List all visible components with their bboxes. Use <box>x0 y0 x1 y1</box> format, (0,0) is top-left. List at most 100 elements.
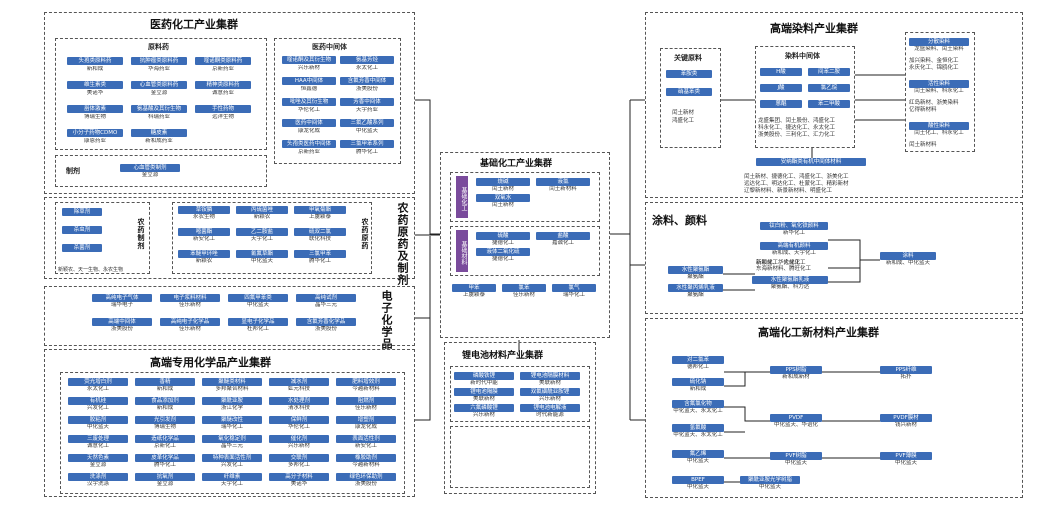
cell-label: 显电子化学品 <box>228 318 288 326</box>
cell-company: 永农生物 <box>192 214 215 220</box>
cell-label: 催化剂 <box>269 435 329 443</box>
cell-company: 捷德化工 <box>491 256 514 262</box>
agro-prep-label: 农药制剂 <box>137 218 145 250</box>
industry-cell: 六氟磷酸锂兴乐新材 <box>454 404 514 420</box>
cell-label: 含氟芳香化学品 <box>296 318 356 326</box>
industry-cell: 乙二胺盐天宇化工 <box>236 228 288 244</box>
cell-company: 兴发化工 <box>220 462 243 468</box>
cell-label: 嘧菌酯 <box>178 228 230 236</box>
industry-cell: 喹诺酮及其衍生物 <box>282 56 336 72</box>
cell-company: 诚意化工 <box>86 443 109 449</box>
cell-label: 含氟氯化物 <box>672 400 724 408</box>
cell-company: 新华化工 <box>782 230 805 236</box>
cell-label: 橡胶助剂 <box>336 454 396 462</box>
cell-company: 浙美股份 <box>110 326 133 332</box>
cell-label: 纤维素 <box>202 473 262 481</box>
cell-company: 聚氨酯 <box>687 292 704 298</box>
cell-company: 远洋生物 <box>211 114 234 120</box>
industry-cell: 钛白粉、氧化铁颜料新华化工 <box>760 222 828 238</box>
industry-cell: 兴乐新材 <box>282 65 336 81</box>
cell-company: 新和成 <box>156 386 174 392</box>
company-text: 远达化工、明达化工、杜蒙化工、精彩新材 <box>744 181 849 187</box>
industry-cell: 硫化钠新和成 <box>672 378 724 394</box>
cell-label: 锂电池隔膜 <box>454 388 514 396</box>
cell-label: H酸 <box>760 68 802 76</box>
cell-label: PVDF <box>770 414 822 422</box>
pharma-raw-label: 原料药 <box>148 43 169 51</box>
cell-company: 新和成、天宇化工 <box>771 250 816 256</box>
cell-label: 医药中间体 <box>282 119 336 127</box>
industry-cell: 光引发剂博瑞生物 <box>135 416 195 432</box>
newmat-title: 高端化工新材料产业集群 <box>758 326 879 339</box>
cell-company: 浙美股份 <box>314 326 337 332</box>
industry-cell: 三废处理诚意化工 <box>68 435 128 451</box>
agro-prep-companies: 新颖农、天一生物、永农生物 <box>58 267 124 273</box>
industry-cell: 氯苯佳乐新材 <box>502 284 546 300</box>
cell-label: 吡唑及其衍生物 <box>282 98 336 106</box>
cell-company: 京新药业 <box>211 66 234 72</box>
cell-company: 永太化工 <box>355 65 378 71</box>
battery-cluster <box>444 342 596 494</box>
cell-company: 金立源 <box>89 462 107 468</box>
industry-cell: PVDF膜材钱兴新材 <box>880 414 932 430</box>
cell-company: 新颖农 <box>253 214 271 220</box>
cell-label: 喹诺酮及其衍生物 <box>282 56 336 64</box>
industry-cell: 美诺华 <box>67 90 123 106</box>
industry-cell: 肥料增效剂今越新材料 <box>336 378 396 394</box>
industry-cell: 硫双二氯联化科技 <box>294 228 346 244</box>
cell-company: 中化蓝天 <box>686 484 709 490</box>
cell-company: 天宇化工 <box>250 236 273 242</box>
agro-raw-label: 农药原药 <box>361 218 369 250</box>
cell-company: 浙美股份 <box>354 481 377 487</box>
company-text: 闰土新材料 <box>909 142 937 148</box>
pharma-inter-label: 医药中间体 <box>312 43 347 51</box>
company-text: 浙美股份、三利化工、汇力化工 <box>758 132 836 138</box>
cell-company: 多邦化工 <box>287 462 310 468</box>
cell-company: 浙江化学 <box>220 405 243 411</box>
cell-company: 博瑞生物 <box>83 114 106 120</box>
industry-cell: 维生素类 <box>67 81 123 97</box>
industry-cell: 天宇药业 <box>340 107 394 123</box>
industry-cell: J酸 <box>760 84 802 100</box>
dye-title: 高端染料产业集群 <box>770 22 858 35</box>
cell-company: 拓扑 <box>900 374 912 380</box>
cell-company: 晶华三元 <box>314 302 337 308</box>
cell-label: 氯气 <box>552 284 596 292</box>
cell-label: 糖皮素 <box>131 129 187 137</box>
industry-cell: 甲氧菊酯上虞颖泰 <box>294 206 346 222</box>
industry-cell: 液体二氧化硫捷德化工 <box>476 248 530 264</box>
cell-label: 水性聚丙烯乳液 <box>668 284 723 292</box>
cell-label: 三氯甲苯 <box>294 250 346 258</box>
cell-company: 德邦化工 <box>686 364 709 370</box>
industry-cell: 三氟乙酸系列 <box>340 119 394 135</box>
industry-cell: HAA中间体 <box>282 77 336 93</box>
dye-inter-label: 染料中间体 <box>785 52 820 60</box>
cell-company: 美诺华 <box>86 90 104 96</box>
cell-label: 锂电池隔膜材料 <box>520 372 580 380</box>
industry-cell: 苯二甲酸 <box>808 100 850 116</box>
industry-cell: 含氟芳香中间体 <box>340 77 394 93</box>
cell-label: 高端中间体 <box>92 318 152 326</box>
industry-cell: 聚醚改性瑞华化工 <box>202 416 262 432</box>
cell-label: 甲氧菊酯 <box>294 206 346 214</box>
cell-label: 水性聚氨酯乳液 <box>752 276 828 284</box>
cell-label: 维生素类 <box>67 81 123 89</box>
cell-label: 硫化钠 <box>672 378 724 386</box>
cell-label: PVF薄膜 <box>880 452 932 460</box>
cell-company: 康龙化成 <box>297 128 320 134</box>
industry-cell: 丙硫菌唑新颖农 <box>236 206 288 222</box>
industry-cell: 特种表面活性剂兴发化工 <box>202 454 262 470</box>
cell-label: 抗氧剂 <box>135 473 195 481</box>
cell-company: 美诺华 <box>290 481 308 487</box>
battery-top-box <box>450 366 590 422</box>
industry-cell: 盐酸嘉诚化工 <box>536 232 590 248</box>
industry-cell: PVF薄膜中化蓝天 <box>880 452 932 468</box>
industry-cell: 芳香中间体 <box>340 98 394 114</box>
industry-cell: 橡胶助剂今越新材料 <box>336 454 396 470</box>
cell-company: 中化蓝天 <box>894 460 917 466</box>
cell-label: 硝基苯类 <box>666 88 712 96</box>
cell-company: 上虞颖泰 <box>308 214 331 220</box>
cell-label: 锂电池电解液 <box>520 404 580 412</box>
cell-label: 绿色环保助剂 <box>336 473 396 481</box>
cell-label: 胶粘剂 <box>68 416 128 424</box>
